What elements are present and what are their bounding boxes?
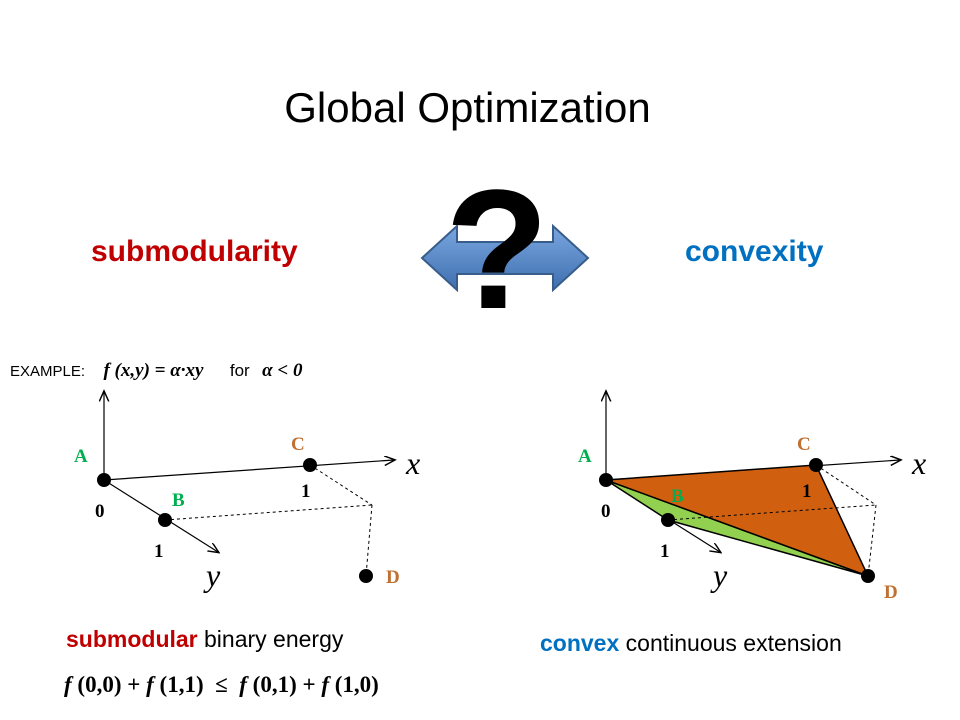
label-c: C — [291, 434, 305, 455]
ineq-arg1: (0,0) + — [71, 672, 147, 697]
example-label: EXAMPLE: — [10, 363, 86, 380]
left-axes-diagram: A C B D 0 1 1 x y — [74, 380, 420, 593]
label-x: x — [911, 445, 926, 481]
point-c — [303, 458, 317, 472]
example-formula: f (x,y) = α·xy — [103, 360, 204, 381]
ineq-f1: f — [64, 672, 72, 697]
right-caption-keyword: convex — [540, 630, 620, 656]
page-title: Global Optimization — [284, 84, 651, 131]
point-a — [599, 473, 613, 487]
point-c — [809, 458, 823, 472]
dashed-d-drop — [867, 504, 877, 577]
convexity-heading: convexity — [685, 235, 824, 268]
left-caption-rest: binary energy — [197, 626, 344, 652]
label-a: A — [74, 446, 88, 467]
right-caption: convex continuous extension — [540, 630, 842, 657]
submodularity-inequality: f (0,0) + f (1,1) ≤ f (0,1) + f (1,0) — [64, 672, 379, 698]
label-b: B — [172, 490, 185, 511]
left-caption-keyword: submodular — [66, 626, 198, 652]
label-b: B — [671, 486, 684, 507]
right-axes-diagram: A C B D 0 1 1 x y — [578, 380, 926, 603]
ineq-arg2: (1,1) ≤ — [153, 672, 240, 697]
point-d — [359, 569, 373, 583]
label-d: D — [884, 582, 898, 603]
ineq-arg3: (0,1) + — [246, 672, 322, 697]
submodularity-heading: submodularity — [91, 235, 298, 268]
ineq-arg4: (1,0) — [329, 672, 379, 697]
label-y: y — [203, 557, 221, 593]
point-a — [97, 473, 111, 487]
label-one-y: 1 — [660, 541, 670, 562]
label-y: y — [710, 557, 728, 593]
dashed-c-d — [309, 464, 373, 506]
dashed-d-drop — [365, 504, 373, 577]
label-zero: 0 — [601, 501, 611, 522]
triangle-acd — [605, 464, 870, 578]
ineq-f4: f — [321, 672, 330, 697]
label-a: A — [578, 446, 592, 467]
dashed-b-d — [667, 504, 877, 521]
dashed-b-d — [164, 504, 373, 521]
ineq-f2: f — [146, 672, 154, 697]
label-x: x — [405, 445, 420, 481]
double-arrow-icon — [420, 223, 590, 293]
label-one-x: 1 — [301, 481, 311, 502]
label-c: C — [797, 434, 811, 455]
right-caption-rest: continuous extension — [619, 630, 842, 656]
label-d: D — [386, 567, 400, 588]
label-one-x: 1 — [802, 481, 812, 502]
point-b — [158, 513, 172, 527]
label-zero: 0 — [95, 501, 105, 522]
point-d — [861, 569, 875, 583]
dashed-c-d — [815, 464, 877, 506]
left-caption: submodular binary energy — [66, 626, 343, 653]
example-line: EXAMPLE: f (x,y) = α·xy for α < 0 — [10, 360, 303, 382]
x-axis — [103, 460, 394, 481]
ineq-f3: f — [239, 672, 247, 697]
example-condition: α < 0 — [262, 360, 303, 381]
point-b — [661, 513, 675, 527]
label-one-y: 1 — [154, 541, 164, 562]
example-for: for — [229, 361, 250, 380]
question-mark: ? — [445, 155, 549, 345]
